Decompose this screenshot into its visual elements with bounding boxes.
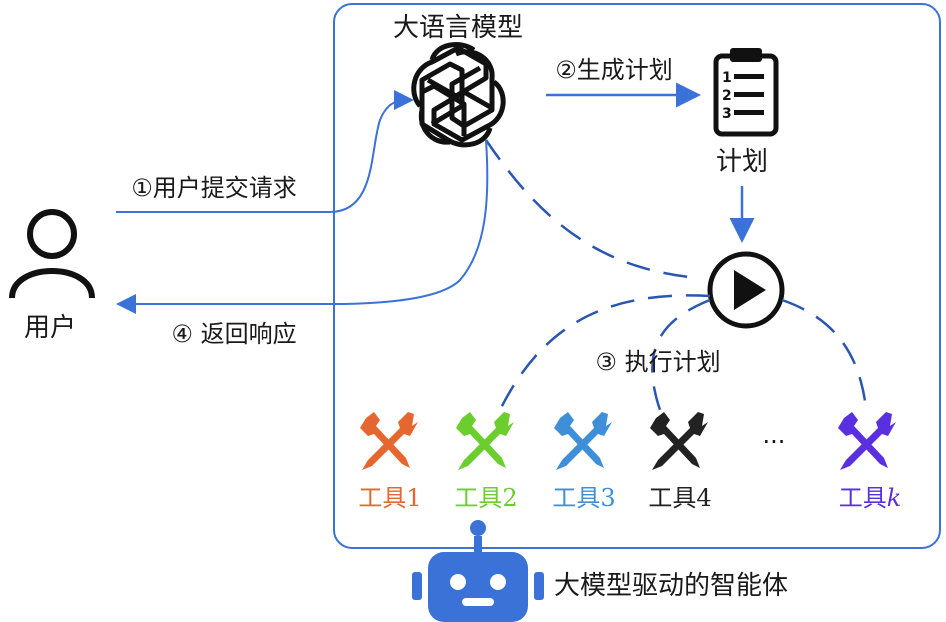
agent-label: 大模型驱动的智能体 — [554, 571, 788, 601]
user-icon — [9, 209, 95, 299]
llm-label: 大语言模型 — [393, 13, 523, 43]
plan-number-3: 3 — [722, 106, 732, 122]
tool-label-2: 工具2 — [454, 484, 517, 512]
tool-icon-3 — [554, 412, 612, 470]
clipboard-icon — [713, 48, 779, 137]
arrow-user-to-llm — [116, 90, 414, 213]
tool-icon-1 — [360, 412, 418, 470]
step2-label: ②生成计划 — [555, 56, 673, 84]
step4-label: ④ 返回响应 — [171, 320, 296, 348]
tool-icon-k — [838, 412, 896, 470]
play-icon — [707, 251, 785, 329]
tool-label-4: 工具4 — [648, 484, 711, 512]
dashed-connectors — [484, 139, 868, 411]
tool-label-k: 工具k — [839, 484, 902, 512]
tool-icon-4 — [650, 412, 708, 470]
llm-logo-icon — [411, 42, 506, 148]
agent-frame — [333, 3, 941, 549]
user-label: 用户 — [24, 313, 76, 343]
tools-ellipsis: ··· — [763, 428, 786, 456]
robot-icon — [412, 520, 544, 622]
tool-icon-2 — [456, 412, 514, 470]
step1-label: ①用户提交请求 — [131, 174, 297, 202]
arrow-llm-to-user — [116, 139, 489, 314]
plan-label: 计划 — [716, 147, 768, 177]
tool-label-1: 工具1 — [358, 484, 421, 512]
plan-number-2: 2 — [722, 88, 732, 104]
tool-label-3: 工具3 — [552, 484, 615, 512]
step3-label: ③ 执行计划 — [595, 348, 720, 376]
plan-number-1: 1 — [722, 70, 732, 86]
